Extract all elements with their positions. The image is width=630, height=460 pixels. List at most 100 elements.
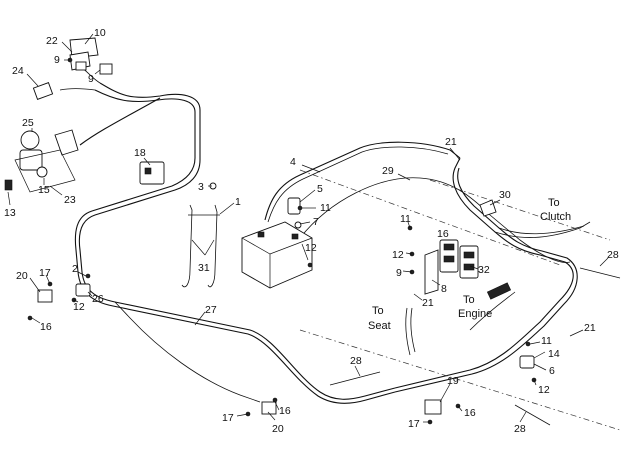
clutch-branch-2	[498, 225, 585, 235]
connector-9a	[75, 61, 87, 71]
battery-terminal-pos	[291, 233, 299, 240]
main-harness-inner	[74, 89, 396, 404]
relay-32-a	[463, 251, 475, 259]
callout-14: 14	[548, 348, 560, 360]
callout-3: 3	[198, 181, 204, 193]
relay-10	[69, 37, 99, 59]
callout-21-mid: 21	[422, 297, 434, 309]
screw-11-battery	[297, 205, 303, 211]
bracket-20-left	[37, 289, 53, 303]
to-clutch-line1: To	[548, 197, 560, 209]
callout-5: 5	[317, 183, 323, 195]
to-clutch-line2: Clutch	[540, 211, 571, 223]
callout-12-relay: 12	[392, 249, 404, 261]
callout-28-bottom: 28	[514, 423, 526, 435]
callout-28-right: 28	[607, 249, 619, 261]
leader-lines	[7, 33, 609, 423]
engine-connector	[486, 282, 512, 300]
plate-23	[14, 149, 76, 193]
callout-15: 15	[38, 184, 50, 196]
nut-7	[294, 221, 302, 229]
callout-16-relay: 16	[437, 228, 449, 240]
switch-24	[32, 82, 54, 100]
bracket-18	[139, 161, 165, 185]
callout-29: 29	[382, 165, 394, 177]
screw-16-bl	[272, 397, 278, 403]
callout-28-mid: 28	[350, 355, 362, 367]
callout-26: 26	[92, 293, 104, 305]
callouts: 10 22 9 9 24 25 15 23 13 18 3 1 31 4 5 1…	[4, 27, 619, 435]
callout-16-left: 16	[40, 321, 52, 333]
relay-32-b	[463, 263, 475, 271]
callout-27: 27	[205, 304, 217, 316]
callout-17-left: 17	[39, 267, 51, 279]
callout-10: 10	[94, 27, 106, 39]
harness-4	[264, 141, 461, 221]
solenoid-5	[287, 197, 301, 215]
seat-branch-2	[410, 307, 416, 353]
callout-12-right: 12	[538, 384, 550, 396]
battery-terminal-neg	[257, 231, 265, 238]
wire-28-mid	[329, 371, 381, 386]
callout-11-relay: 11	[400, 213, 411, 225]
callout-6: 6	[549, 365, 555, 377]
ref-line-1	[299, 329, 621, 431]
wire-28-bottom	[514, 404, 551, 426]
callout-22: 22	[46, 35, 58, 47]
cable-1b	[207, 204, 218, 288]
cable-1	[181, 204, 193, 288]
bracket-18-tab	[144, 167, 152, 175]
callout-32: 32	[478, 264, 490, 276]
callout-20-bottom: 20	[272, 423, 284, 435]
switch-26	[75, 283, 91, 297]
callout-30: 30	[499, 189, 511, 201]
callout-1: 1	[235, 196, 241, 208]
callout-16-bl: 16	[279, 405, 291, 417]
relay-16-b	[443, 255, 455, 263]
relay-block-32	[459, 245, 479, 279]
main-harness	[78, 82, 396, 400]
callout-23: 23	[64, 194, 76, 206]
right-harness-inner	[394, 167, 578, 393]
callout-17-bl: 17	[222, 412, 234, 424]
connector-25	[54, 129, 79, 156]
callout-21-top: 21	[445, 136, 457, 148]
bracket-19	[424, 399, 442, 415]
harness-4-inner	[267, 146, 449, 223]
harness-27-branch	[114, 301, 261, 403]
callout-9a: 9	[54, 54, 60, 66]
callout-31: 31	[198, 262, 210, 274]
harness-29	[299, 177, 571, 263]
ring-15	[36, 166, 48, 178]
to-engine-line2: Engine	[458, 308, 492, 320]
connector-9b	[99, 63, 113, 75]
callout-2: 2	[72, 263, 78, 275]
callout-19: 19	[447, 375, 459, 387]
branch-24	[59, 88, 96, 91]
callout-25: 25	[22, 117, 34, 129]
callout-11-right: 11	[541, 335, 552, 347]
battery	[241, 221, 313, 289]
wire-28-right	[579, 267, 621, 279]
to-engine-line1: To	[463, 294, 475, 306]
callout-7: 7	[313, 216, 319, 228]
switch-6	[519, 355, 535, 369]
callout-12-left: 12	[73, 301, 85, 313]
callout-12-battery: 12	[305, 242, 317, 254]
callout-4: 4	[290, 156, 296, 168]
ref-line-3	[429, 179, 611, 241]
screw-12-battery	[307, 262, 313, 268]
screw-11-right	[525, 341, 531, 347]
callout-13: 13	[4, 207, 16, 219]
seat-branch	[405, 307, 411, 356]
switch-25	[20, 130, 40, 150]
callout-24: 24	[12, 65, 24, 77]
right-harness	[394, 157, 574, 389]
clutch-branch	[494, 221, 591, 238]
callout-11-battery: 11	[320, 202, 331, 214]
callout-21-right: 21	[584, 322, 596, 334]
bracket-20-bottom	[261, 401, 277, 415]
branch-25	[79, 97, 161, 146]
